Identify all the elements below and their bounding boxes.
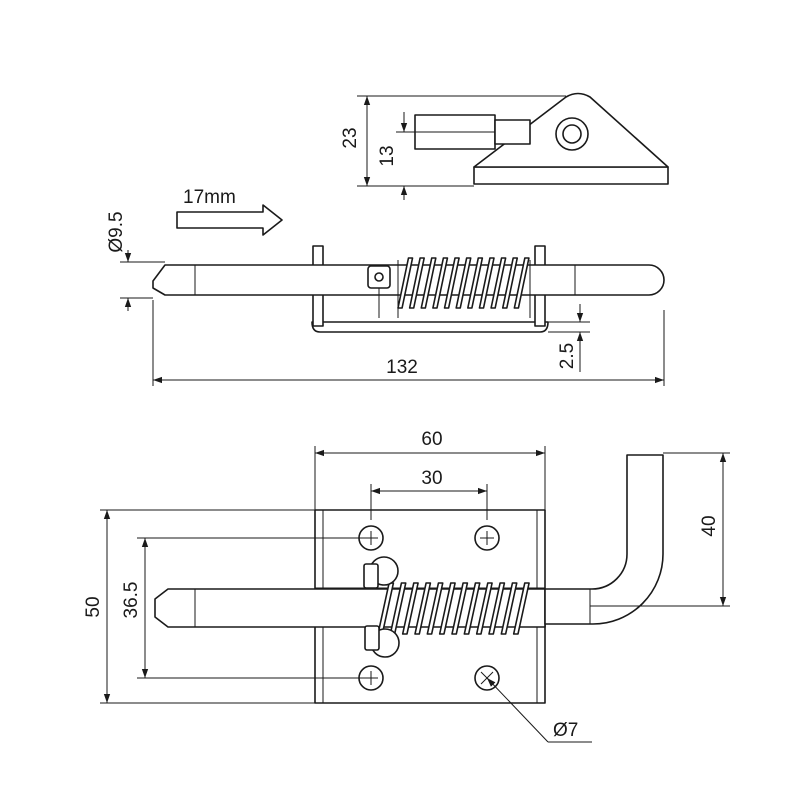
side-base-plate xyxy=(311,321,549,333)
spring-coil xyxy=(438,582,456,635)
spring-coil xyxy=(488,582,506,635)
front-spring xyxy=(377,582,530,635)
side-view: 17mm Ø9.5 2.5 132 xyxy=(106,187,665,386)
spring-coil xyxy=(443,257,460,309)
spring-coil xyxy=(432,257,449,309)
end-view-pin-hole-inner xyxy=(562,124,582,144)
spring-coil xyxy=(397,257,414,309)
spring-coil xyxy=(512,582,530,635)
dim-hole-diameter-label: Ø7 xyxy=(553,720,578,741)
spring-coil xyxy=(501,257,519,309)
dim-2-5-label: 2.5 xyxy=(557,343,578,369)
dim-13-label: 13 xyxy=(377,145,398,166)
end-view-pin-hole-outer xyxy=(555,117,589,151)
dim-36-5-label: 36.5 xyxy=(121,582,142,619)
dim-50-label: 50 xyxy=(83,596,104,617)
dim-40-label: 40 xyxy=(699,515,720,536)
dim-diameter-9-5-label: Ø9.5 xyxy=(106,211,127,252)
travel-arrow xyxy=(176,204,283,236)
end-view-pin-cap xyxy=(494,119,531,145)
front-handle xyxy=(544,454,664,625)
spring-coil xyxy=(463,582,481,635)
spring-coil xyxy=(467,257,484,309)
front-view: 60 30 50 36.5 40 Ø7 xyxy=(83,429,730,743)
spring-coil xyxy=(500,582,518,635)
spring-coil xyxy=(513,257,530,309)
spring-coil xyxy=(451,582,469,635)
dim-30-label: 30 xyxy=(421,468,442,489)
spring-coil xyxy=(408,257,425,309)
mounting-hole xyxy=(474,525,500,551)
front-knob-bottom-stem xyxy=(364,625,380,651)
side-spring xyxy=(397,257,530,309)
front-knob-top-stem xyxy=(363,563,379,589)
end-view: 23 13 xyxy=(340,92,669,200)
end-view-bracket xyxy=(473,92,669,168)
spring-coil xyxy=(414,582,432,635)
dim-23-label: 23 xyxy=(340,127,361,148)
dim-60-label: 60 xyxy=(421,429,442,450)
spring-coil xyxy=(490,257,507,309)
spring-coil xyxy=(426,582,444,635)
spring-coil xyxy=(455,257,472,309)
dim-132-label: 132 xyxy=(386,357,418,378)
side-knob xyxy=(367,265,391,289)
spring-coil xyxy=(420,257,437,309)
end-view-base-plate xyxy=(473,166,669,185)
travel-label: 17mm xyxy=(183,187,236,208)
spring-coil xyxy=(478,257,495,309)
spring-coil xyxy=(401,582,419,635)
spring-coil xyxy=(475,582,493,635)
